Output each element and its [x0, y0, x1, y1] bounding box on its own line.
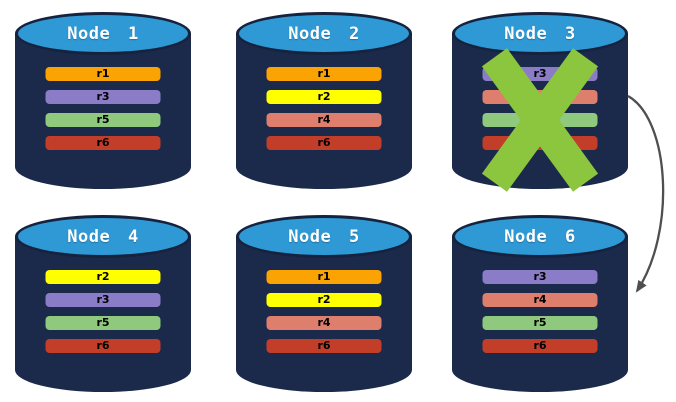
- cylinder-top: Node 2: [236, 12, 412, 55]
- database-node-5: Node 5 r1 r2 r4 r6: [236, 215, 412, 392]
- replica-bar-r1: r1: [266, 270, 382, 284]
- replica-bar-r6: r6: [266, 136, 382, 150]
- replica-bar-r6: r6: [482, 339, 598, 353]
- cylinder-top: Node 3: [452, 12, 628, 55]
- database-node-6: Node 6 r3 r4 r5 r6: [452, 215, 628, 392]
- replica-bar-r1: r1: [266, 67, 382, 81]
- cylinder-body: [452, 236, 628, 392]
- replica-bar-r2: r2: [266, 293, 382, 307]
- cylinder-body: [236, 236, 412, 392]
- replica-bar-r5: r5: [482, 316, 598, 330]
- replica-bar-r3: r3: [45, 90, 161, 104]
- replica-bar-r5: r5: [45, 113, 161, 127]
- cylinder-top: Node 6: [452, 215, 628, 258]
- replica-list: r2 r3 r5 r6: [45, 270, 161, 353]
- replica-list: r1 r2 r4 r6: [266, 67, 382, 150]
- failure-x-icon: [481, 48, 599, 192]
- node-title: Node 2: [288, 23, 360, 44]
- replica-bar-r3: r3: [45, 293, 161, 307]
- cylinder-body: [15, 236, 191, 392]
- database-node-1: Node 1 r1 r3 r5 r6: [15, 12, 191, 189]
- replica-bar-r5: r5: [45, 316, 161, 330]
- cylinder-top: Node 4: [15, 215, 191, 258]
- replica-bar-r6: r6: [45, 339, 161, 353]
- replica-bar-r6: r6: [266, 339, 382, 353]
- replica-bar-r4: r4: [482, 293, 598, 307]
- replica-bar-r2: r2: [266, 90, 382, 104]
- node-title: Node 4: [67, 226, 139, 247]
- replica-bar-r3: r3: [482, 270, 598, 284]
- node-title: Node 6: [504, 226, 576, 247]
- database-node-4: Node 4 r2 r3 r5 r6: [15, 215, 191, 392]
- node-title: Node 1: [67, 23, 139, 44]
- failover-arrow: [627, 95, 665, 293]
- replica-bar-r4: r4: [266, 316, 382, 330]
- replica-bar-r1: r1: [45, 67, 161, 81]
- replica-bar-r2: r2: [45, 270, 161, 284]
- replica-list: r1 r3 r5 r6: [45, 67, 161, 150]
- replica-list: r3 r4 r5 r6: [482, 270, 598, 353]
- node-title: Node 3: [504, 23, 576, 44]
- node-title: Node 5: [288, 226, 360, 247]
- replica-bar-r4: r4: [266, 113, 382, 127]
- cylinder-body: [236, 33, 412, 189]
- cylinder-top: Node 1: [15, 12, 191, 55]
- cylinder-body: [15, 33, 191, 189]
- replica-list: r1 r2 r4 r6: [266, 270, 382, 353]
- database-node-2: Node 2 r1 r2 r4 r6: [236, 12, 412, 189]
- replica-bar-r6: r6: [45, 136, 161, 150]
- cylinder-top: Node 5: [236, 215, 412, 258]
